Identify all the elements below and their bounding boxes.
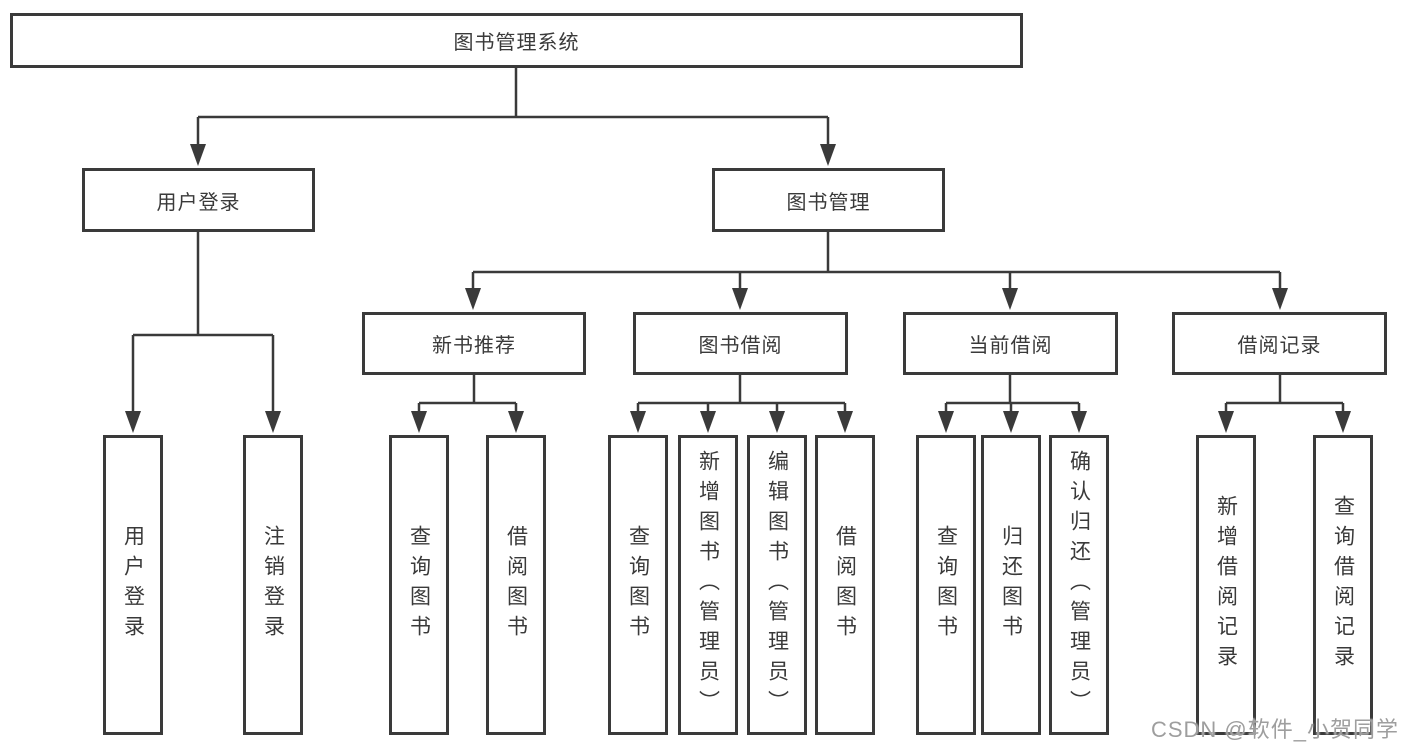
leaf-current-query-books: 查询图书 xyxy=(916,435,976,735)
leaf-borrow-query-books: 查询图书 xyxy=(608,435,668,735)
node-book-management-label: 图书管理 xyxy=(786,191,871,214)
arrowhead xyxy=(630,411,646,433)
leaf-add-books-admin-label: 新增图书（管理员） xyxy=(696,450,720,720)
arrowhead xyxy=(411,411,427,433)
leaf-return-books-label: 归还图书 xyxy=(999,525,1023,645)
leaf-query-borrow-record-label: 查询借阅记录 xyxy=(1331,495,1355,675)
arrowhead xyxy=(837,411,853,433)
node-new-book-recommend-label: 新书推荐 xyxy=(432,335,516,357)
arrowhead xyxy=(1218,411,1234,433)
arrowhead xyxy=(1272,288,1288,310)
arrowhead xyxy=(190,144,206,166)
arrowhead xyxy=(1071,411,1087,433)
leaf-recommend-query-books-label: 查询图书 xyxy=(407,525,431,645)
node-borrow-record-label: 借阅记录 xyxy=(1237,335,1322,357)
leaf-borrow-query-books-label: 查询图书 xyxy=(626,525,650,645)
csdn-watermark: CSDN @软件_小贺同学 xyxy=(1150,717,1399,742)
leaf-edit-books-admin: 编辑图书（管理员） xyxy=(747,435,807,735)
node-user-login: 用户登录 xyxy=(82,168,315,232)
node-current-borrow: 当前借阅 xyxy=(903,312,1118,375)
node-book-borrow-label: 图书借阅 xyxy=(698,335,783,357)
leaf-borrow-books-label: 借阅图书 xyxy=(833,525,857,645)
leaf-logout: 注销登录 xyxy=(243,435,303,735)
arrowhead xyxy=(465,288,481,310)
leaf-borrow-books: 借阅图书 xyxy=(815,435,875,735)
node-root-system: 图书管理系统 xyxy=(10,13,1023,68)
arrowhead xyxy=(820,144,836,166)
arrowhead xyxy=(938,411,954,433)
leaf-logout-label: 注销登录 xyxy=(261,525,285,645)
node-root-label: 图书管理系统 xyxy=(453,32,580,54)
node-book-borrow: 图书借阅 xyxy=(633,312,848,375)
node-new-book-recommend: 新书推荐 xyxy=(362,312,586,375)
leaf-add-borrow-record-label: 新增借阅记录 xyxy=(1214,495,1238,675)
arrowhead xyxy=(125,411,141,433)
leaf-confirm-return-admin-label: 确认归还（管理员） xyxy=(1067,450,1091,720)
node-user-login-label: 用户登录 xyxy=(156,191,241,214)
arrowhead xyxy=(700,411,716,433)
arrowhead xyxy=(1002,288,1018,310)
arrowhead xyxy=(769,411,785,433)
leaf-recommend-borrow-books-label: 借阅图书 xyxy=(504,525,528,645)
leaf-current-query-books-label: 查询图书 xyxy=(934,525,958,645)
leaf-add-borrow-record: 新增借阅记录 xyxy=(1196,435,1256,735)
arrowhead xyxy=(508,411,524,433)
leaf-recommend-query-books: 查询图书 xyxy=(389,435,449,735)
leaf-edit-books-admin-label: 编辑图书（管理员） xyxy=(765,450,789,720)
leaf-confirm-return-admin: 确认归还（管理员） xyxy=(1049,435,1109,735)
node-book-management: 图书管理 xyxy=(712,168,945,232)
node-borrow-record: 借阅记录 xyxy=(1172,312,1387,375)
leaf-add-books-admin: 新增图书（管理员） xyxy=(678,435,738,735)
arrowhead xyxy=(265,411,281,433)
arrowhead xyxy=(732,288,748,310)
leaf-return-books: 归还图书 xyxy=(981,435,1041,735)
arrowhead xyxy=(1335,411,1351,433)
leaf-user-login: 用户登录 xyxy=(103,435,163,735)
leaf-user-login-label: 用户登录 xyxy=(121,525,145,645)
arrowhead xyxy=(1003,411,1019,433)
leaf-recommend-borrow-books: 借阅图书 xyxy=(486,435,546,735)
leaf-query-borrow-record: 查询借阅记录 xyxy=(1313,435,1373,735)
node-current-borrow-label: 当前借阅 xyxy=(968,335,1053,357)
